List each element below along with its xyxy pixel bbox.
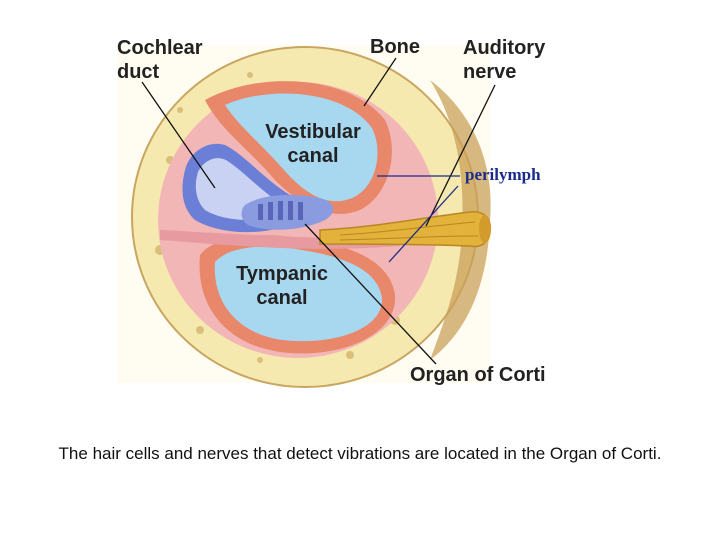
caption: The hair cells and nerves that detect vi… (58, 444, 662, 463)
label-vestibular-canal-line2: canal (287, 145, 338, 167)
label-auditory-nerve-line1: Auditory (463, 37, 546, 59)
label-perilymph: perilymph (465, 165, 541, 184)
tympanic-canal (199, 235, 396, 354)
leader-cochlear-duct (141, 81, 216, 189)
leader-lines (141, 57, 496, 365)
label-tympanic-canal-line2: canal (256, 287, 307, 309)
label-vestibular-canal-line1: Vestibular (265, 121, 361, 143)
cochlea-cross-section-diagram: Cochlear duct Bone Auditory nerve Vestib… (117, 36, 546, 388)
label-auditory-nerve-line2: nerve (463, 61, 516, 83)
label-cochlear-duct-line1: Cochlear (117, 37, 203, 59)
leader-auditory-nerve (425, 84, 496, 227)
label-bone: Bone (370, 36, 420, 58)
auditory-nerve (319, 211, 492, 248)
leader-perilymph-2 (388, 185, 459, 263)
leader-bone (363, 57, 397, 107)
label-tympanic-canal-line1: Tympanic (236, 263, 328, 285)
vestibular-canal (205, 81, 392, 214)
leader-organ-of-corti (304, 223, 437, 365)
label-cochlear-duct-line2: duct (117, 61, 160, 83)
organ-of-corti (241, 194, 334, 230)
label-organ-of-corti: Organ of Corti (410, 364, 546, 386)
